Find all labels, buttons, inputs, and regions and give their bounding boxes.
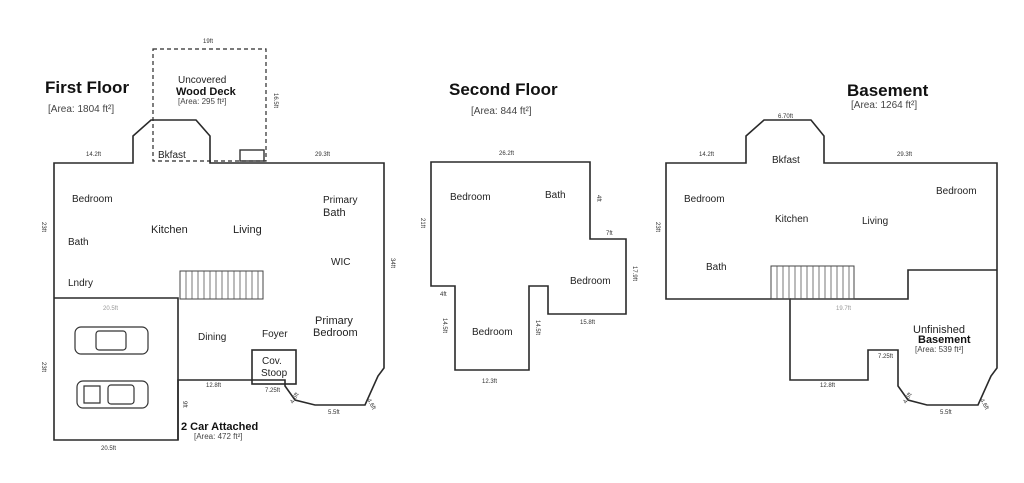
deck-label-line1: Uncovered bbox=[178, 75, 226, 86]
basement-outline bbox=[665, 119, 998, 406]
room-stoop-line2: Stoop bbox=[261, 368, 288, 379]
covered-stoop-outline bbox=[251, 349, 297, 385]
dim-bay-3: 4.6ft bbox=[978, 398, 989, 411]
dim-left-top: 14.2ft bbox=[699, 152, 714, 158]
unfinished-label-line1: Unfinished bbox=[913, 324, 965, 336]
basement-plan: Basement [Area: 1264 ft²] Bedroom Bath K… bbox=[654, 81, 998, 416]
dim-garage-bottom: 20.5ft bbox=[101, 446, 116, 452]
dim-left-top: 14.2ft bbox=[86, 152, 101, 158]
first-floor-area: [Area: 1804 ft²] bbox=[48, 104, 114, 115]
room-kitchen: Kitchen bbox=[151, 224, 188, 236]
room-laundry: Lndry bbox=[68, 278, 93, 289]
second-floor-area: [Area: 844 ft²] bbox=[471, 106, 532, 117]
room-bath: Bath bbox=[68, 237, 89, 248]
dim-inner-bath: 4ft bbox=[595, 195, 601, 202]
room-primary-bedroom-line1: Primary bbox=[315, 315, 353, 327]
room-bedroom-left: Bedroom bbox=[684, 194, 725, 205]
garage-outline bbox=[54, 297, 179, 440]
dim-bottom: 12.8ft bbox=[820, 383, 835, 389]
wood-deck-outline bbox=[152, 48, 267, 162]
dim-left-side: 23ft bbox=[40, 222, 46, 232]
room-bedroom: Bedroom bbox=[72, 194, 113, 205]
room-bath: Bath bbox=[706, 262, 727, 273]
room-dining: Dining bbox=[198, 332, 226, 343]
basement-area: [Area: 1264 ft²] bbox=[851, 100, 917, 111]
unfinished-label-line2: Basement bbox=[918, 334, 971, 346]
second-floor-title: Second Floor bbox=[449, 80, 558, 99]
dim-bottom-right: 15.8ft bbox=[580, 320, 595, 326]
dim-garage-inner-top: 20.5ft bbox=[103, 306, 118, 312]
unfinished-area: [Area: 539 ft²] bbox=[915, 345, 963, 354]
dim-right-small: 7ft bbox=[606, 231, 613, 237]
dim-garage-left: 23ft bbox=[40, 362, 46, 372]
second-floor-outline bbox=[430, 161, 627, 371]
dim-bay-1: 4.6ft bbox=[903, 392, 914, 405]
room-bedroom-right: Bedroom bbox=[936, 186, 977, 197]
dim-left-side: 23ft bbox=[654, 222, 660, 232]
room-living: Living bbox=[862, 216, 888, 227]
dim-bay-top: 6.70ft bbox=[778, 114, 793, 120]
room-primary-bedroom-line2: Bedroom bbox=[313, 327, 358, 339]
room-wic: WIC bbox=[331, 257, 350, 268]
dim-stair-width: 19.7ft bbox=[836, 306, 851, 312]
deck-label-line2: Wood Deck bbox=[176, 86, 237, 98]
room-foyer: Foyer bbox=[262, 329, 288, 340]
dim-right-side: 34ft bbox=[389, 258, 395, 268]
car-icon bbox=[74, 326, 149, 355]
dim-bay-2: 5.5ft bbox=[328, 410, 340, 416]
car-icon bbox=[76, 380, 149, 409]
room-stoop-line1: Cov. bbox=[262, 356, 282, 367]
second-floor-plan: Second Floor [Area: 844 ft²] Bedroom Bat… bbox=[419, 80, 637, 385]
dim-bay-3: 4.6ft bbox=[365, 398, 376, 411]
garage-area: [Area: 472 ft²] bbox=[194, 432, 242, 441]
dim-right-top: 29.3ft bbox=[315, 152, 330, 158]
deck-area: [Area: 295 ft²] bbox=[178, 97, 226, 106]
room-bedroom-right: Bedroom bbox=[570, 276, 611, 287]
dim-right: 17.9ft bbox=[631, 266, 637, 281]
garage-title: 2 Car Attached bbox=[181, 421, 258, 433]
dim-top: 26.2ft bbox=[499, 151, 514, 157]
room-bedroom-top-left: Bedroom bbox=[450, 192, 491, 203]
dim-lower-left: 14.5ft bbox=[441, 318, 447, 333]
room-bkfast: Bkfast bbox=[772, 155, 800, 166]
room-primary-bath-line2: Bath bbox=[323, 207, 346, 219]
dim-garage-right: 9ft bbox=[181, 401, 187, 408]
dim-bay-1: 4.6ft bbox=[290, 392, 301, 405]
deck-door bbox=[239, 149, 265, 162]
room-primary-bath-line1: Primary bbox=[323, 195, 357, 206]
unfinished-basement-wall bbox=[790, 269, 997, 300]
room-bedroom-bottom: Bedroom bbox=[472, 327, 513, 338]
first-floor-plan: First Floor [Area: 1804 ft²] bbox=[40, 39, 395, 452]
dim-front-bottom: 12.8ft bbox=[206, 383, 221, 389]
dim-notch: 4ft bbox=[440, 292, 447, 298]
dim-right-top: 29.3ft bbox=[897, 152, 912, 158]
dim-deck-top: 19ft bbox=[203, 39, 213, 45]
dim-deck-side: 16.5ft bbox=[272, 93, 278, 108]
room-bkfast: Bkfast bbox=[158, 150, 186, 161]
dim-stoop-width: 7.25ft bbox=[265, 388, 280, 394]
room-kitchen: Kitchen bbox=[775, 214, 808, 225]
basement-title: Basement bbox=[847, 81, 929, 100]
basement-stairs bbox=[770, 265, 855, 300]
first-floor-title: First Floor bbox=[45, 78, 129, 97]
dim-bottom: 12.3ft bbox=[482, 379, 497, 385]
first-floor-stairs bbox=[179, 270, 264, 300]
room-bath: Bath bbox=[545, 190, 566, 201]
dim-left: 21ft bbox=[419, 218, 425, 228]
dim-bay-2: 5.5ft bbox=[940, 410, 952, 416]
room-living: Living bbox=[233, 224, 262, 236]
first-floor-outline bbox=[53, 119, 385, 441]
dim-inner: 14.5ft bbox=[534, 320, 540, 335]
dim-notch: 7.25ft bbox=[878, 354, 893, 360]
